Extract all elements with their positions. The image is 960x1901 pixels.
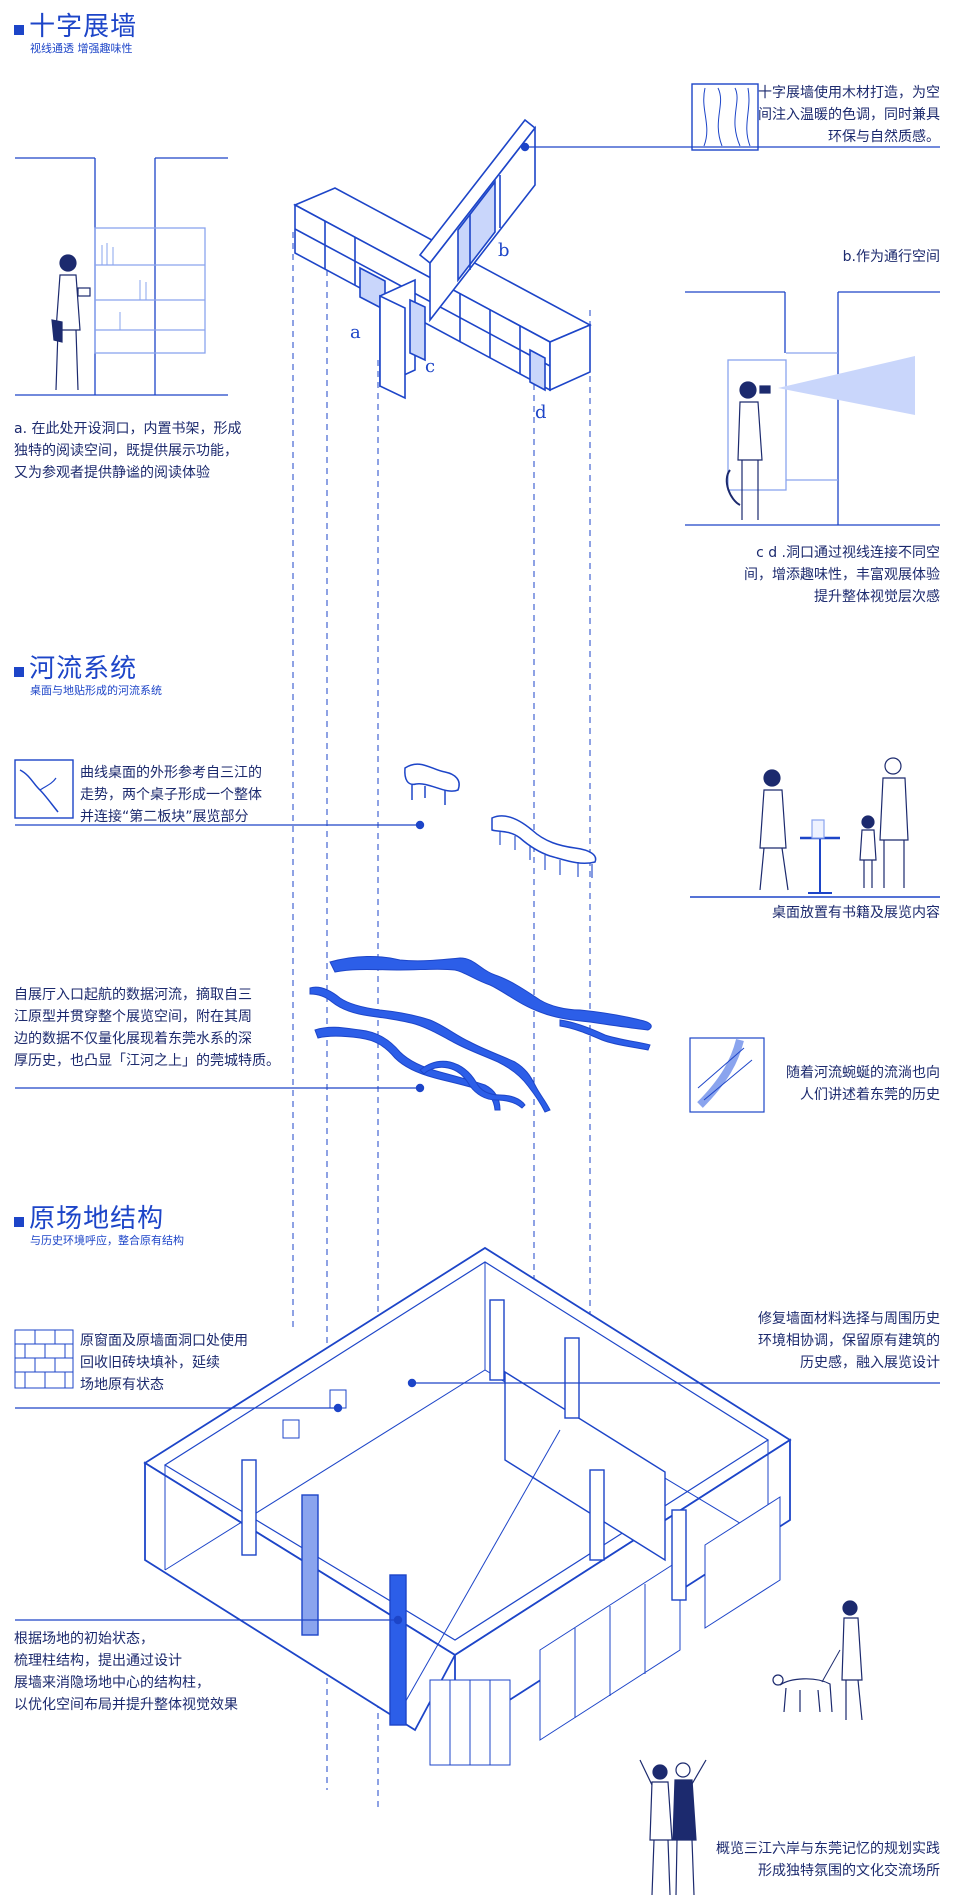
visitor-group-figure — [639, 1759, 707, 1896]
label-d: d — [535, 402, 547, 423]
river-map-icon — [14, 759, 74, 819]
reading-person-figure — [51, 254, 91, 391]
material-note: 修复墙面材料选择与周围历史 环境相协调，保留原有建筑的 历史感，融入展览设计 — [758, 1311, 940, 1371]
history-note: 随着河流蜿蜒的流淌也向 人们讲述着东莞的历史 — [786, 1065, 940, 1103]
label-b: b — [498, 240, 510, 261]
viewer-person-figure — [725, 381, 771, 520]
table-scene-sketch — [690, 757, 940, 898]
bottom-note: 概览三江六岸与东莞记忆的规划实践 形成独特氛围的文化交流场所 — [716, 1841, 940, 1879]
data-river-graphic — [309, 955, 652, 1113]
reading-nook-sketch — [15, 157, 228, 396]
cross-wall-model — [293, 118, 592, 400]
label-c: c — [425, 356, 436, 377]
section-subtitle-site: 与历史环境呼应，整合原有结构 — [30, 1234, 184, 1247]
table-caption: 桌面放置有书籍及展览内容 — [772, 905, 940, 921]
cd-note: c d .洞口通过视线连接不同空 间，增添趣味性，丰富观展体验 提升整体视觉层次… — [744, 545, 940, 605]
brick-pattern-icon — [14, 1329, 74, 1389]
wood-texture-icon — [691, 83, 759, 151]
section-subtitle-river: 桌面与地贴形成的河流系统 — [30, 684, 162, 697]
section-marker-icon — [14, 25, 24, 35]
dog-walker-figure — [772, 1600, 863, 1721]
column-note: 根据场地的初始状态， 梳理柱结构，提出通过设计 展墙来消隐场地中心的结构柱， 以… — [14, 1631, 238, 1713]
wood-note: 十字展墙使用木材打造，为空 间注入温暖的色调，同时兼具 环保与自然质感。 — [758, 85, 940, 145]
desk-note: 曲线桌面的外形参考自三江的 走势，两个桌子形成一个整体 并连接“第二板块”展览部… — [80, 765, 262, 825]
building-shell — [143, 1246, 792, 1766]
b-note: b.作为通行空间 — [842, 249, 940, 265]
section-marker-icon — [14, 1217, 24, 1227]
passage-view-sketch — [685, 291, 940, 526]
projection-lines — [292, 232, 591, 1810]
history-map-card — [689, 1037, 765, 1113]
a-note: a. 在此处开设洞口，内置书架，形成 独特的阅读空间，既提供展示功能， 又为参观… — [14, 421, 242, 481]
section-subtitle-cross-wall: 视线通透 增强趣味性 — [30, 42, 133, 55]
section-title-river: 河流系统 — [14, 648, 137, 685]
brick-note: 原窗面及原墙面洞口处使用 回收旧砖块填补，延续 场地原有状态 — [80, 1333, 248, 1393]
data-river-note: 自展厅入口起航的数据河流，摘取自三 江原型并贯穿整个展览空间，附在其周 边的数据… — [14, 987, 280, 1069]
river-desks — [404, 763, 597, 878]
section-marker-icon — [14, 667, 24, 677]
section-title-site: 原场地结构 — [14, 1198, 164, 1235]
label-a: a — [350, 322, 361, 343]
section-title-cross-wall: 十字展墙 — [14, 6, 137, 43]
